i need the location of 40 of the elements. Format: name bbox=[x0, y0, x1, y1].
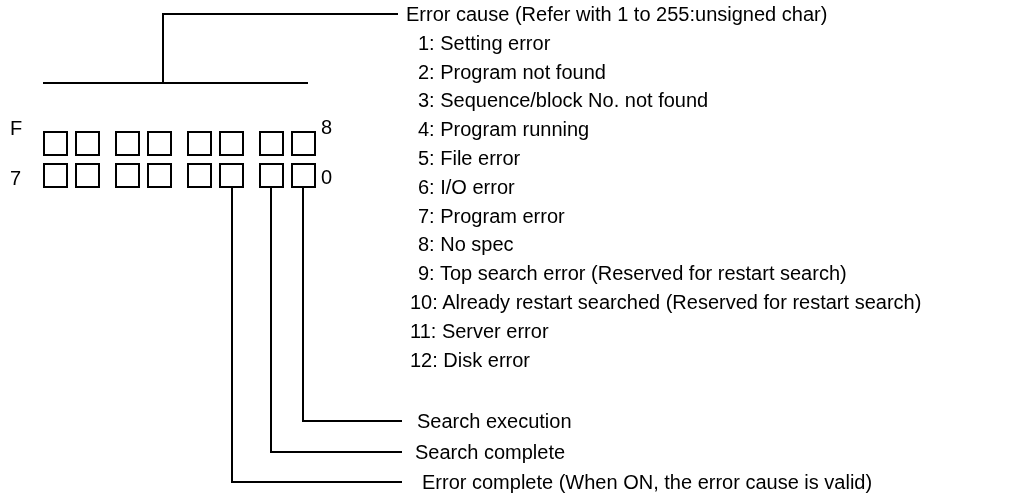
bit-box bbox=[147, 163, 172, 188]
callout-text: Search complete bbox=[402, 440, 566, 464]
bit-box bbox=[115, 131, 140, 156]
bit-box bbox=[219, 131, 244, 156]
error-code-item: 5: File error bbox=[418, 146, 521, 170]
bit-box bbox=[219, 163, 244, 188]
error-code-item: 3: Sequence/block No. not found bbox=[418, 88, 709, 113]
bit-box bbox=[115, 163, 140, 188]
bit-box bbox=[75, 131, 100, 156]
bit-number: 7 bbox=[10, 166, 22, 190]
error-code-item: 12: Disk error bbox=[410, 347, 531, 372]
error-code-item: 2: Program not found bbox=[418, 59, 606, 84]
leader-line bbox=[42, 13, 399, 84]
bit-number: 8 bbox=[321, 115, 333, 139]
callout-text: Search execution bbox=[402, 409, 572, 433]
bit-box bbox=[291, 163, 316, 188]
bit-box bbox=[187, 163, 212, 188]
bit-box bbox=[75, 163, 100, 188]
leader-line bbox=[231, 187, 403, 483]
error-code-item: 6: I/O error bbox=[418, 174, 515, 199]
error-code-item: 1: Setting error bbox=[418, 30, 551, 55]
bit-number: F bbox=[10, 116, 23, 140]
bit-box bbox=[43, 131, 68, 156]
callout-text: Error complete (When ON, the error cause is valid) bbox=[402, 470, 873, 494]
error-code-item: 7: Program error bbox=[418, 203, 565, 228]
leader-line bbox=[302, 187, 403, 422]
bit-box bbox=[291, 131, 316, 156]
error-code-item: 4: Program running bbox=[418, 117, 590, 142]
bit-box bbox=[43, 163, 68, 188]
error-code-item: 9: Top search error (Reserved for restart search) bbox=[418, 261, 847, 286]
bit-box bbox=[259, 131, 284, 156]
error-code-item: 11: Server error bbox=[410, 318, 549, 343]
bit-box bbox=[187, 131, 212, 156]
error-code-item: 10: Already restart searched (Reserved for restart search) bbox=[410, 290, 922, 314]
leader-line bbox=[270, 187, 403, 453]
bit-number: 0 bbox=[321, 165, 333, 189]
bit-box bbox=[259, 163, 284, 188]
callout-text: Error cause (Refer with 1 to 255:unsigned char) bbox=[398, 2, 828, 26]
bit-box bbox=[147, 131, 172, 156]
error-code-item: 8: No spec bbox=[418, 232, 514, 257]
